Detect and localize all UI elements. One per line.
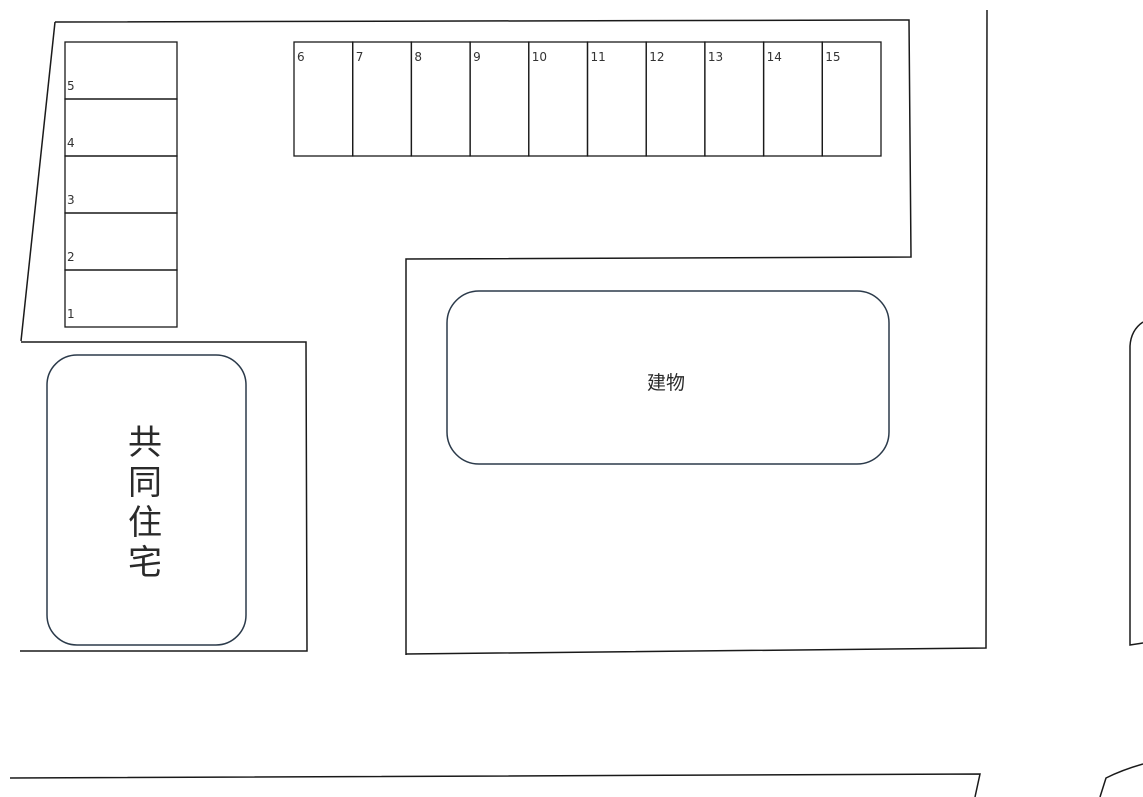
parking-slot-label: 13	[708, 50, 723, 64]
parking-slot-label: 12	[649, 50, 664, 64]
parking-slot-2	[64, 212, 178, 271]
far-right-boundary	[1129, 321, 1143, 646]
lot-left-edge	[20, 21, 56, 342]
right-parcel-boundary	[405, 9, 988, 655]
road-edge	[9, 773, 981, 797]
parking-slot-label: 5	[67, 79, 75, 93]
parking-slot-label: 10	[532, 50, 547, 64]
housing-lot-boundary	[20, 341, 308, 652]
housing-label-char: 同	[128, 463, 162, 503]
lot-boundary	[54, 19, 912, 655]
road-corner-right	[1099, 763, 1143, 797]
housing-label-char: 住	[128, 503, 162, 543]
left-parking-column: 5 4 3 2 1	[64, 41, 178, 328]
parking-slot-15	[821, 41, 882, 157]
parking-slot-label: 4	[67, 136, 75, 150]
parking-slot-label: 7	[356, 50, 364, 64]
parking-slot-label: 14	[767, 50, 782, 64]
housing-label-char: 宅	[128, 543, 162, 583]
parking-slot-3	[64, 155, 178, 214]
parking-slot-label: 1	[67, 307, 75, 321]
main-building	[446, 290, 890, 465]
parking-slot-4	[64, 98, 178, 157]
main-building-label: 建物	[647, 372, 685, 394]
housing-building	[46, 354, 247, 646]
parking-slot-5	[64, 41, 178, 100]
parking-slot-label: 9	[473, 50, 481, 64]
parking-slot-label: 2	[67, 250, 75, 264]
parking-slot-label: 15	[825, 50, 840, 64]
housing-label-char: 共	[128, 423, 162, 463]
parking-slot-1	[64, 269, 178, 328]
parking-slot-label: 11	[591, 50, 606, 64]
parking-slot-label: 3	[67, 193, 75, 207]
top-parking-row: 6 7 8 9 10 11 12 13 14 15	[293, 41, 882, 157]
parking-slot-label: 6	[297, 50, 305, 64]
parking-slot-label: 8	[414, 50, 422, 64]
